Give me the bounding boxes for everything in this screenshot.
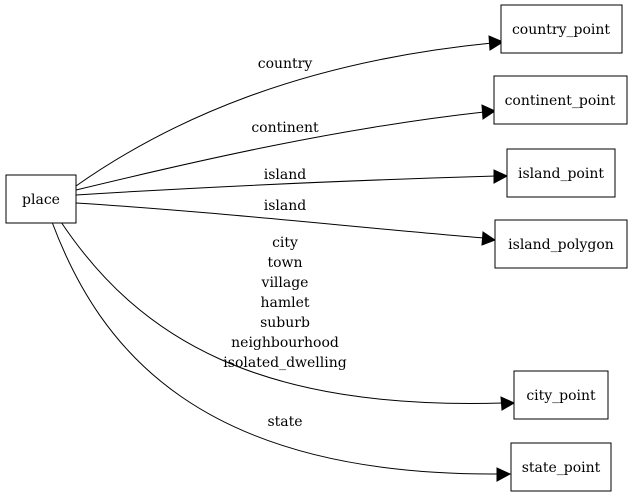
edge-label-village: village (261, 275, 309, 291)
arrowhead-icon (481, 104, 497, 120)
arrowhead-icon (488, 35, 505, 51)
edge-label-hamlet: hamlet (260, 295, 309, 311)
node-island-point: island_point (506, 148, 616, 198)
edge-line (75, 42, 493, 187)
edge-label-state: state (267, 414, 302, 430)
arrowhead-icon (481, 231, 497, 246)
node-label-place: place (22, 192, 60, 208)
edge-label-island: island (264, 198, 307, 214)
node-state-point: state_point (510, 442, 612, 492)
node-box (494, 219, 628, 269)
node-box (5, 174, 77, 224)
node-label-continent-point: continent_point (505, 93, 616, 109)
edge-label-country: country (258, 56, 313, 72)
node-label-city-point: city_point (526, 388, 596, 404)
node-label-island-point: island_point (518, 166, 604, 182)
edge-place-to-state-point: state (51, 221, 512, 482)
node-city-point: city_point (513, 370, 609, 420)
edge-label-isolated-dwelling: isolated_dwelling (223, 355, 346, 371)
node-box (510, 442, 612, 492)
node-label-island-polygon: island_polygon (508, 237, 614, 253)
edge-line (51, 221, 500, 475)
node-country-point: country_point (500, 4, 623, 54)
edge-label-island: island (264, 167, 307, 183)
edge-label-suburb: suburb (260, 315, 310, 331)
edge-label-neighbourhood: neighbourhood (231, 335, 339, 351)
edge-place-to-city-point: city town village hamlet suburb neighbou… (60, 221, 516, 411)
node-label-country-point: country_point (512, 22, 610, 38)
edge-place-to-island-polygon: island (75, 198, 497, 246)
node-place: place (5, 174, 77, 224)
edge-line (75, 175, 497, 196)
arrowhead-icon (500, 396, 516, 411)
edge-label-continent: continent (251, 120, 319, 136)
node-box (493, 75, 628, 125)
edge-place-to-continent-point: continent (75, 104, 497, 191)
node-box (500, 4, 623, 54)
edge-label-town: town (267, 255, 302, 271)
edge-place-to-country-point: country (75, 35, 505, 187)
edge-line (60, 221, 504, 404)
edge-place-to-island-point: island (75, 167, 509, 196)
node-island-polygon: island_polygon (494, 219, 628, 269)
node-box (506, 148, 616, 198)
node-box (513, 370, 609, 420)
edge-label-city: city (272, 235, 298, 251)
arrowhead-icon (493, 169, 509, 184)
arrowhead-icon (496, 467, 512, 482)
node-label-state-point: state_point (522, 460, 601, 476)
node-continent-point: continent_point (493, 75, 628, 125)
edge-line (75, 111, 485, 191)
edge-line (75, 202, 485, 239)
